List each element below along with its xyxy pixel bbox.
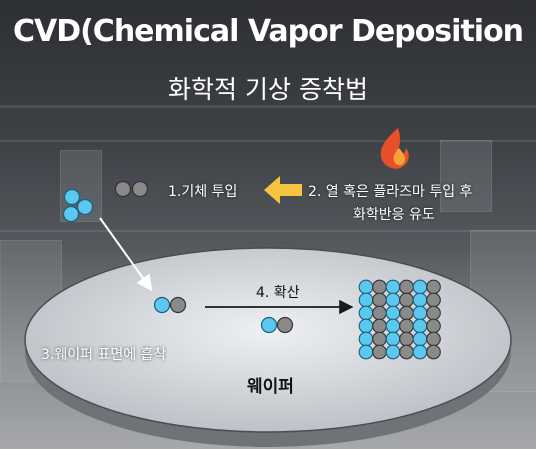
lattice-atom (358, 318, 374, 334)
lattice-atom (412, 318, 428, 334)
adsorption-arrow (99, 217, 153, 292)
lattice-atom (385, 344, 401, 360)
lattice-atom (372, 318, 387, 334)
lattice-atom (385, 331, 401, 347)
step1-label: 1.기체 투입 (168, 184, 238, 200)
lattice-atom (426, 279, 441, 295)
reactant-molecule-cluster (62, 188, 94, 223)
left-arrow-icon (264, 176, 302, 204)
step2-label-line1: 2. 열 혹은 플라즈마 투입 후 (308, 184, 473, 200)
lattice-atom (358, 305, 374, 321)
lattice-atom (399, 279, 414, 295)
lattice-atom (399, 344, 414, 360)
lattice-atom (399, 305, 414, 321)
lattice-atom (372, 344, 387, 360)
ceiling-rail (0, 105, 536, 108)
lattice-atom (426, 331, 441, 347)
lattice-atom (412, 279, 428, 295)
lattice-atom (372, 331, 387, 347)
wafer-label: 웨이퍼 (247, 377, 294, 397)
flame-icon (380, 128, 409, 169)
step4-label: 4. 확산 (256, 285, 300, 301)
lattice-atom (385, 279, 401, 295)
adsorbed-molecule (153, 296, 187, 314)
deposited-film-lattice (358, 279, 441, 360)
lattice-atom (385, 305, 401, 321)
lattice-atom (385, 318, 401, 334)
lattice-atom (426, 292, 441, 308)
lattice-atom (412, 331, 428, 347)
equipment-block (440, 140, 492, 212)
lattice-atom (385, 292, 401, 308)
page-title: CVD(Chemical Vapor Deposition (12, 14, 524, 49)
lattice-atom (412, 292, 428, 308)
lattice-atom (412, 344, 428, 360)
lattice-atom (426, 305, 441, 321)
lattice-atom (358, 344, 374, 360)
ceiling-rail (0, 140, 536, 142)
lattice-atom (372, 279, 387, 295)
step2-label-line2: 화학반응 유도 (353, 207, 435, 223)
lattice-atom (399, 318, 414, 334)
lattice-atom (358, 279, 374, 295)
step3-label: 3.웨이퍼 표면에 흡착 (41, 347, 167, 363)
page-subtitle: 화학적 기상 증착법 (168, 75, 368, 104)
lattice-atom (372, 305, 387, 321)
lattice-atom (372, 292, 387, 308)
lattice-atom (412, 305, 428, 321)
lattice-atom (358, 331, 374, 347)
gas-molecule-pair (114, 180, 149, 198)
lattice-atom (426, 344, 441, 360)
lattice-atom (399, 292, 414, 308)
lattice-atom (426, 318, 441, 334)
diffusing-molecule (260, 316, 294, 334)
lattice-atom (358, 292, 374, 308)
lattice-atom (399, 331, 414, 347)
ceiling-rail (0, 230, 536, 232)
